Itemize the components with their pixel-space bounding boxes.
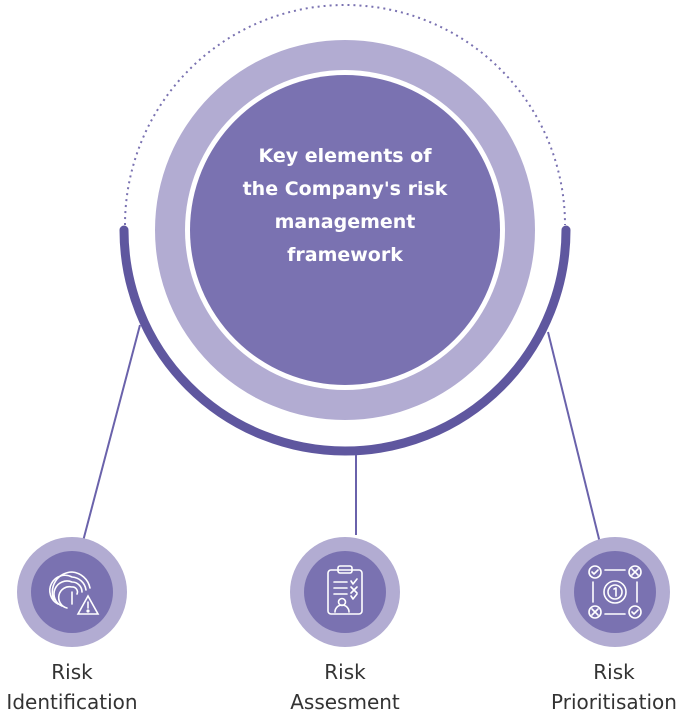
center-title: Key elements of the Company's risk manag… xyxy=(225,140,465,272)
label-line-1: Risk xyxy=(593,660,635,684)
center-title-line-2: the Company's risk xyxy=(242,178,448,200)
center-circle xyxy=(190,75,500,385)
priority-cycle-icon xyxy=(588,565,642,619)
label-line-2: Prioritisation xyxy=(551,690,677,714)
outer-arc xyxy=(119,225,571,456)
center-title-line-1: Key elements of xyxy=(258,145,432,167)
label-risk-assessment: Risk Assesment xyxy=(250,657,440,717)
label-line-2: Identification xyxy=(6,690,138,714)
center-title-line-4: framework xyxy=(287,244,403,266)
label-risk-identification: Risk Identification xyxy=(0,657,167,717)
assessment-circle xyxy=(304,551,386,633)
fingerprint-warning-icon xyxy=(49,571,100,615)
center-title-line-3: management xyxy=(274,211,416,233)
label-risk-prioritisation: Risk Prioritisation xyxy=(519,657,678,717)
clipboard-checklist-icon xyxy=(327,565,363,615)
connector-line-prioritisation xyxy=(547,331,601,544)
dotted-arc xyxy=(124,4,566,226)
label-line-1: Risk xyxy=(51,660,93,684)
prioritisation-circle xyxy=(574,551,656,633)
connector-line-identification xyxy=(81,324,141,546)
label-line-1: Risk xyxy=(324,660,366,684)
label-line-2: Assesment xyxy=(290,690,400,714)
